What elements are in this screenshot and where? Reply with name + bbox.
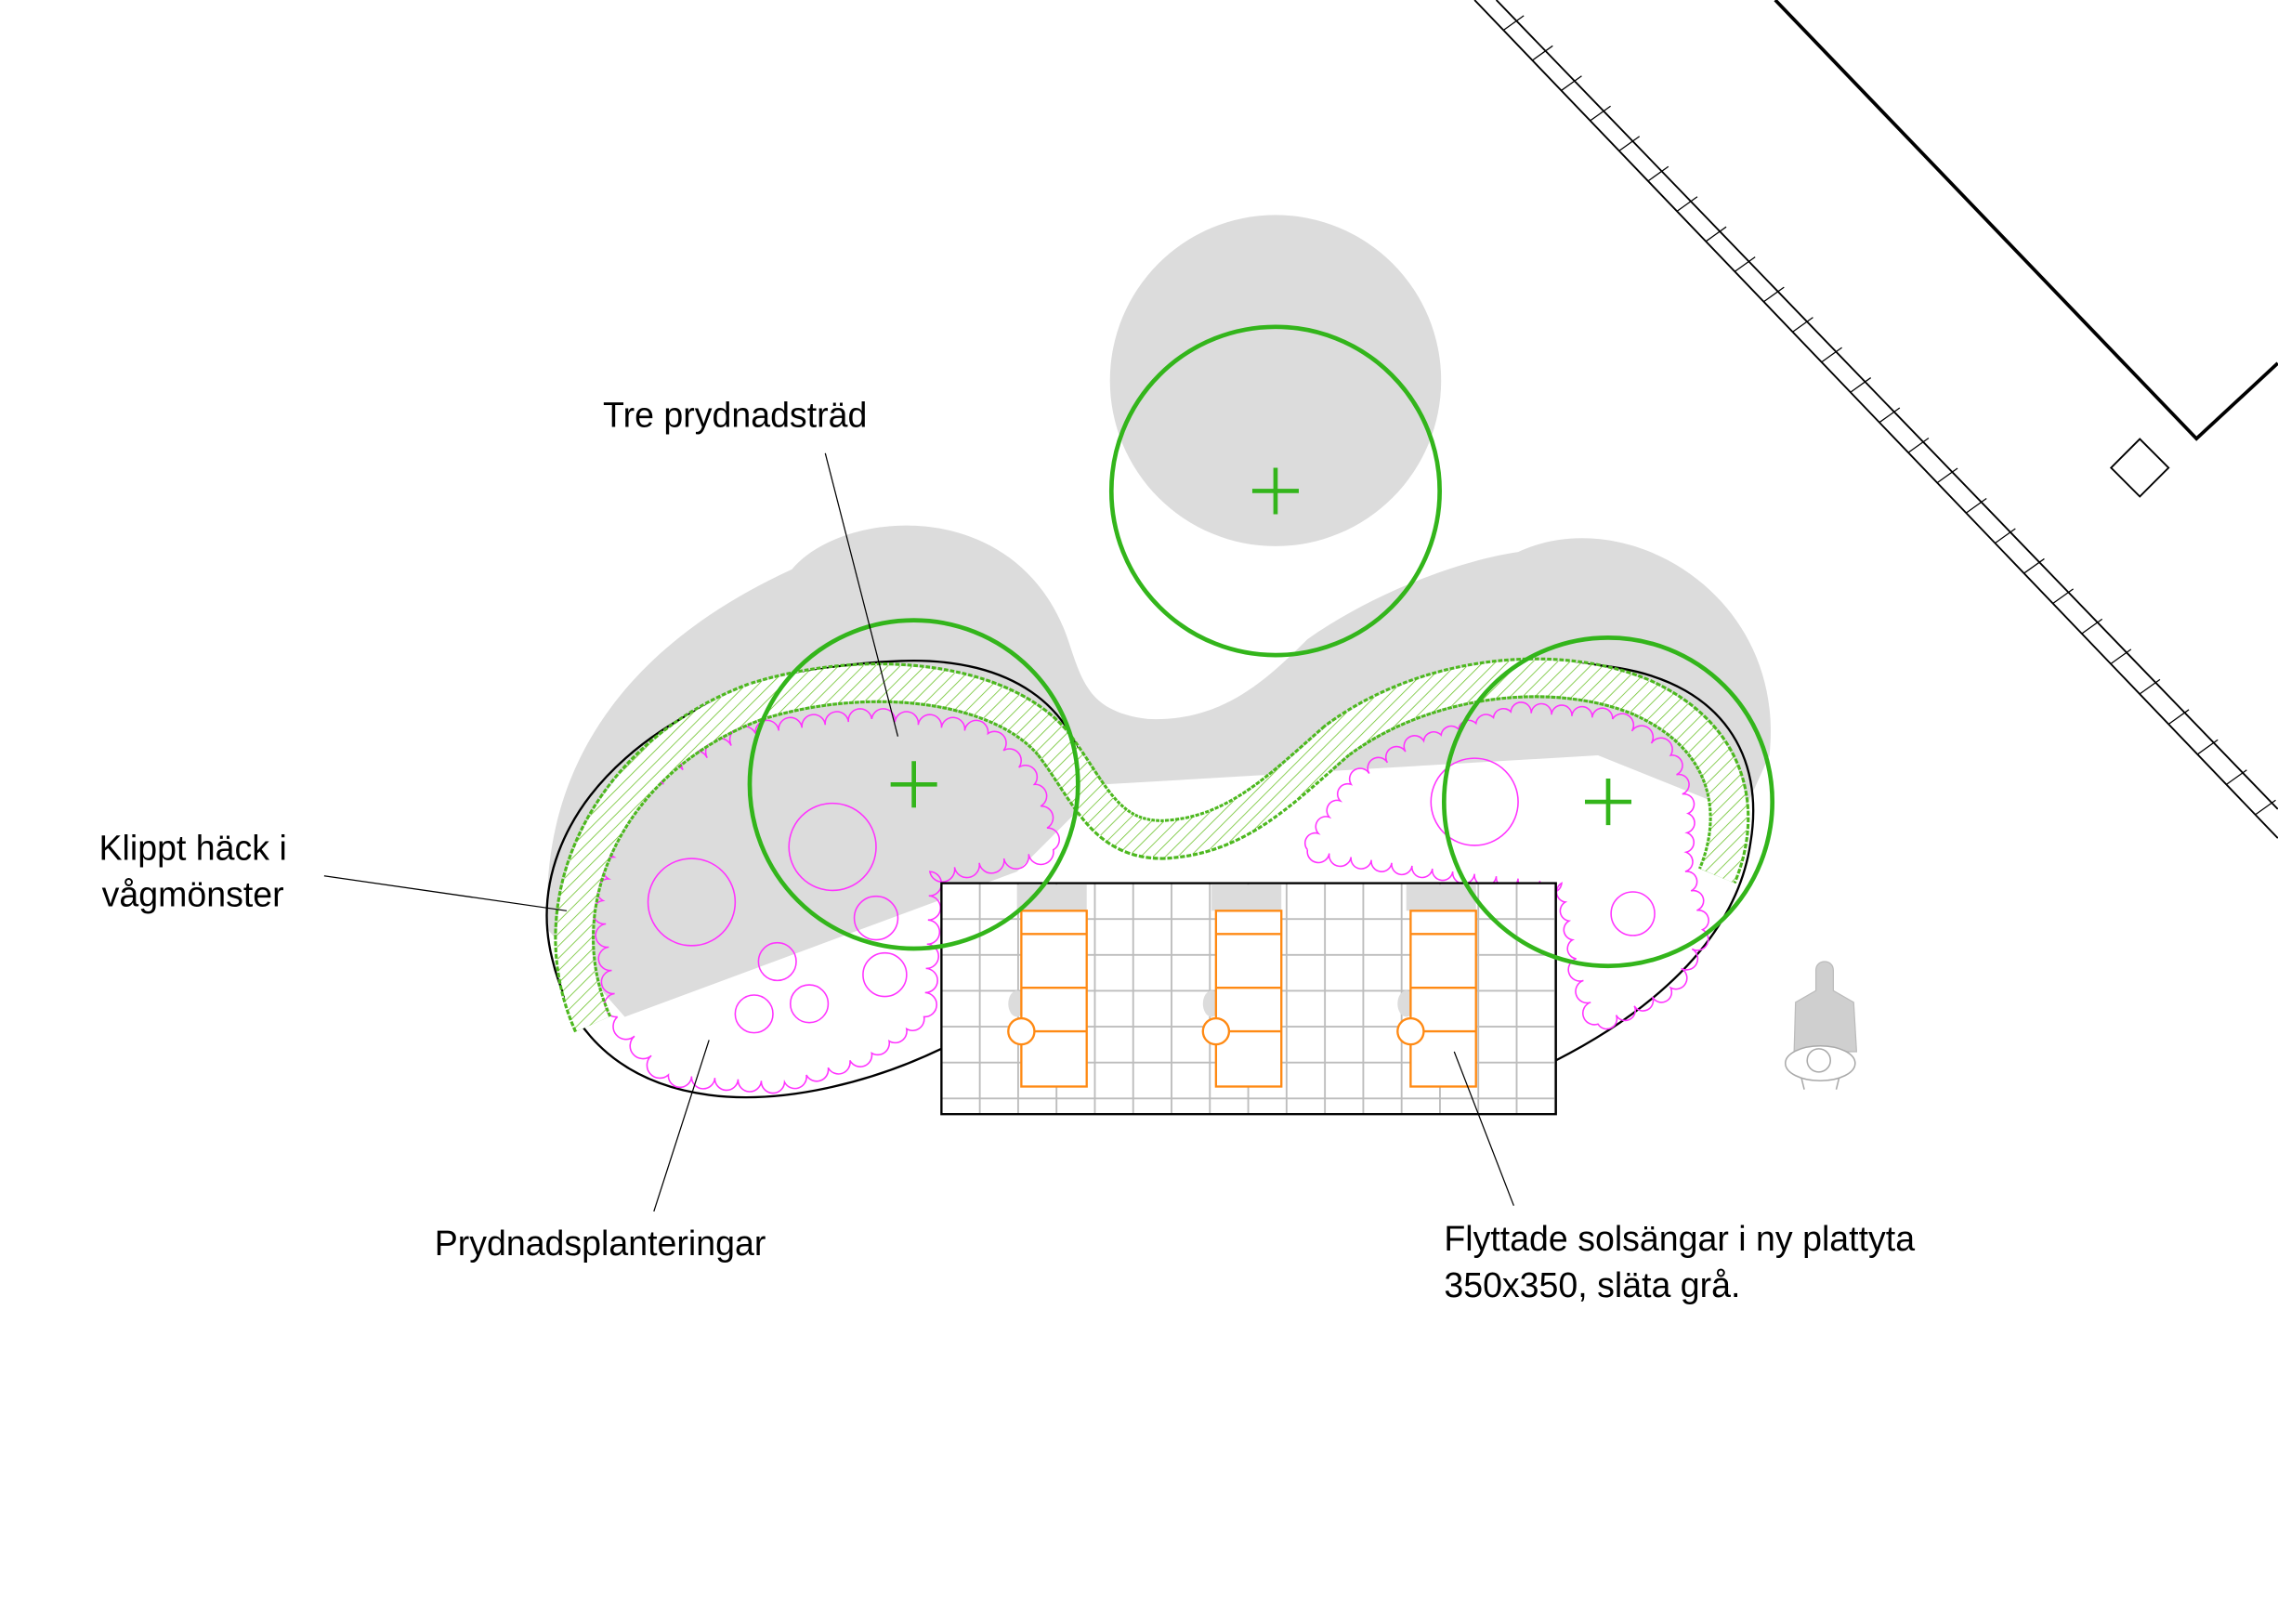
clipped-hedge: [554, 657, 1750, 1033]
label-sunbeds-2: 350x350, släta grå.: [1444, 1265, 1740, 1304]
label-hedge-1: Klippt häck i: [99, 829, 287, 868]
label-trees: Tre prydnadsträd: [603, 396, 867, 435]
tree-shadows: [546, 215, 1771, 1017]
sunbed-icon: [1396, 884, 1477, 1088]
label-plantings: Prydnadsplanteringar: [435, 1224, 766, 1263]
tree-canopy-icon: [1441, 635, 1775, 969]
ornamental-trees: [747, 324, 1775, 969]
leader-lines: [323, 452, 1514, 1212]
sunbed-icon: [1007, 884, 1088, 1088]
tree-canopy-icon: [1108, 324, 1442, 658]
person-icon: [1784, 961, 1858, 1090]
tree-canopy-icon: [747, 618, 1080, 951]
sunbed-icon: [1201, 884, 1283, 1088]
building-outline: [1473, 0, 2278, 839]
label-hedge-2: vågmönster: [102, 875, 284, 914]
label-sunbeds-1: Flyttade solsängar i ny plattyta: [1444, 1219, 1915, 1258]
